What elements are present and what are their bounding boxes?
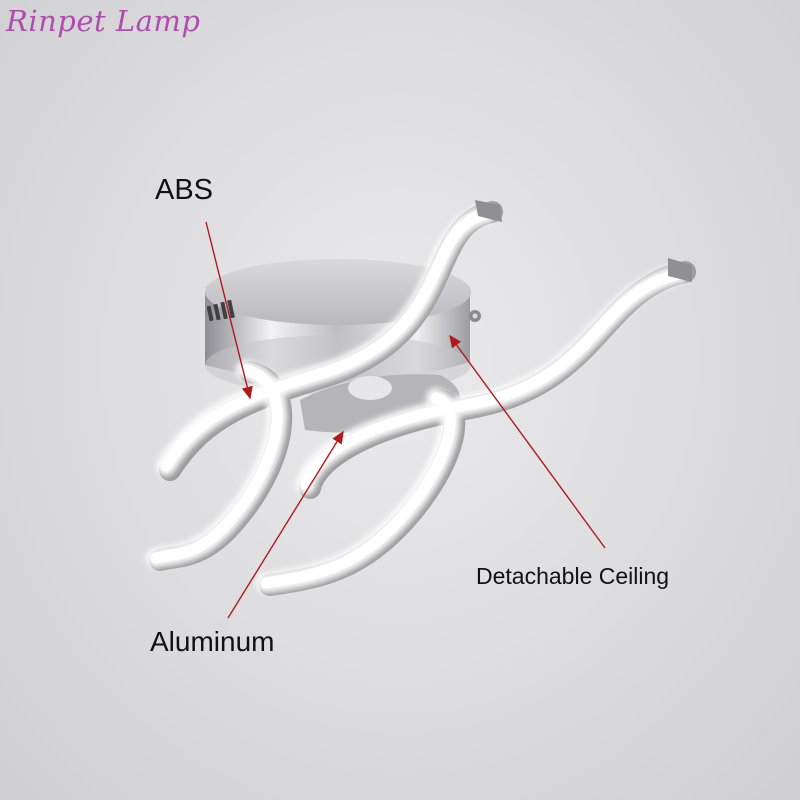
abs-pointer bbox=[205, 221, 253, 400]
callout-abs: ABS bbox=[155, 174, 214, 206]
aluminum-pointer bbox=[227, 430, 344, 619]
ceiling-pointer bbox=[449, 334, 606, 549]
brand-watermark: Rinpet Lamp bbox=[6, 4, 201, 38]
callout-aluminum: Aluminum bbox=[150, 626, 275, 657]
callout-detachable-ceiling: Detachable Ceiling bbox=[476, 563, 670, 589]
